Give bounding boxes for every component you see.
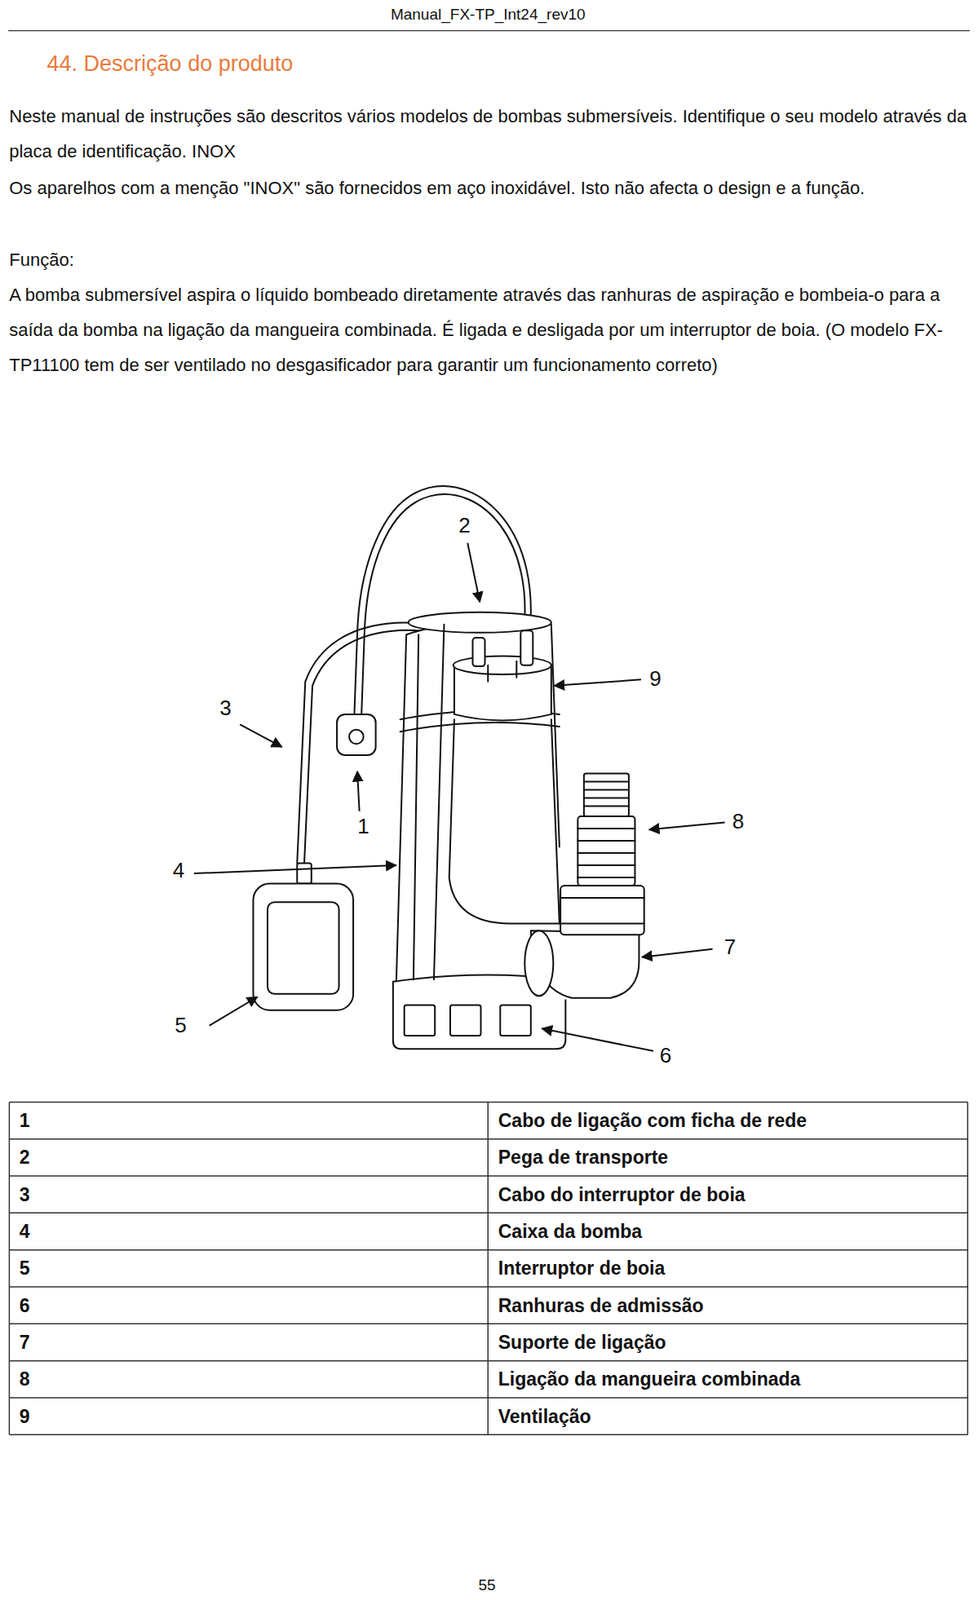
leader-line <box>641 949 713 958</box>
callout-number: 8 <box>732 809 744 835</box>
table-cell: Ligação da mangueira combinada <box>498 1368 801 1391</box>
cable-gland <box>520 630 533 666</box>
page-number: 55 <box>477 1576 496 1595</box>
leader-line <box>239 724 282 748</box>
inlet-slot <box>404 1005 436 1037</box>
union-nut <box>560 885 645 935</box>
mains-plug <box>349 754 363 757</box>
mains-plug <box>336 714 377 756</box>
table-cell: Cabo de ligação com ficha de rede <box>498 1110 807 1133</box>
table-cell: 2 <box>19 1146 31 1169</box>
leader-line <box>542 1028 654 1052</box>
table-cell: 9 <box>19 1406 31 1429</box>
pump-housing <box>400 722 560 732</box>
running-header: Manual_FX-TP_Int24_rev10 <box>390 5 586 24</box>
callout-number: 6 <box>659 1043 672 1069</box>
callout-number: 7 <box>724 934 736 961</box>
inlet-slot <box>450 1005 482 1037</box>
table-cell: Ventilação <box>498 1406 592 1429</box>
callout-number: 4 <box>172 858 185 884</box>
union-nut <box>560 922 645 925</box>
mains-plug <box>349 730 364 745</box>
table-rule <box>486 1101 489 1435</box>
pump-housing <box>551 719 560 924</box>
table-cell: Caixa da bomba <box>498 1221 642 1244</box>
union-nut <box>560 897 645 899</box>
table-cell: Suporte de ligação <box>498 1332 667 1355</box>
cable-gland <box>472 637 485 667</box>
callout-number: 1 <box>357 814 369 840</box>
callout-number: 5 <box>174 1013 186 1039</box>
table-rule <box>8 1101 11 1435</box>
section-label: Função: <box>8 242 969 278</box>
table-cell: 6 <box>19 1295 31 1318</box>
pump-drawing <box>252 486 644 1049</box>
float-switch <box>296 863 312 885</box>
leader-line <box>194 543 726 1052</box>
table-cell: 1 <box>19 1110 31 1133</box>
table-cell: 4 <box>19 1221 31 1244</box>
hose-connector <box>577 828 635 878</box>
vent <box>487 661 517 682</box>
body-paragraph: A bomba submersível aspira o líquido bom… <box>8 277 969 383</box>
leader-line <box>194 865 397 874</box>
leader-line <box>649 823 726 831</box>
table-rule <box>967 1101 970 1435</box>
hose-connector <box>584 773 629 817</box>
table-grid <box>8 1101 968 1435</box>
table-cell: Ranhuras de admissão <box>498 1295 704 1318</box>
table-cell: Cabo do interruptor de boia <box>498 1184 746 1207</box>
float-switch <box>252 884 354 1011</box>
leader-line <box>209 996 258 1026</box>
float-switch <box>267 902 340 995</box>
motor-cap <box>453 656 552 676</box>
leader-line <box>357 771 360 812</box>
body-paragraph: Os aparelhos com a menção "INOX" são for… <box>8 170 969 206</box>
pump-housing <box>408 612 552 633</box>
table-cell: 7 <box>19 1332 31 1355</box>
leader-line <box>467 543 480 603</box>
table-cell: 8 <box>19 1368 31 1391</box>
body-paragraph: Neste manual de instruções são descritos… <box>8 98 969 169</box>
outlet-elbow <box>524 930 554 996</box>
pump-housing <box>449 719 560 924</box>
header-rule <box>8 30 970 31</box>
pump-housing <box>413 634 419 980</box>
section-title: 44. Descrição do produto <box>47 51 294 77</box>
table-cell: Pega de transporte <box>498 1146 669 1169</box>
callout-number: 2 <box>458 513 470 539</box>
hose-connector <box>584 781 629 806</box>
table-cell: 5 <box>19 1257 31 1280</box>
hose-connector <box>577 816 635 886</box>
callout-number: 3 <box>219 695 231 722</box>
table-cell: 3 <box>19 1184 31 1207</box>
callout-number: 9 <box>649 666 661 692</box>
pump-housing <box>433 624 445 980</box>
inlet-slot <box>500 1005 532 1037</box>
table-cell: Interruptor de boia <box>498 1257 665 1280</box>
leader-line <box>554 679 642 686</box>
